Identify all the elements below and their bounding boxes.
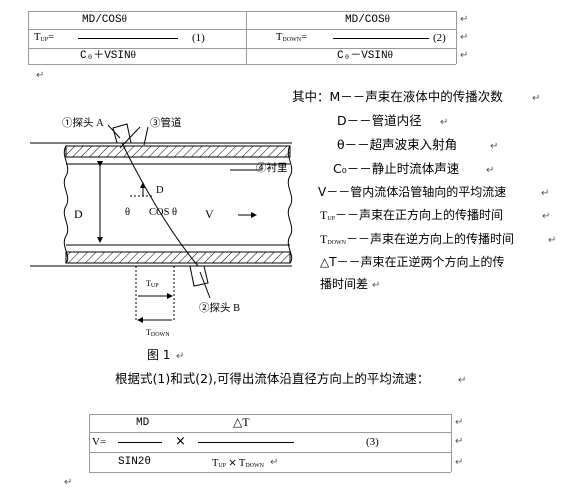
probe-a-body <box>112 123 132 144</box>
theta-label: θ <box>125 207 131 218</box>
return-mark: ↵ <box>455 417 464 428</box>
eq3-den-right: TUP×TDOWN <box>212 457 264 469</box>
return-mark: ↵ <box>372 280 381 291</box>
body-paragraph: 根据式(1)和式(2),可得出流体沿直径方向上的平均流速： <box>115 371 430 386</box>
return-mark: ↵ <box>455 436 464 447</box>
eq1-fraction-bar <box>78 38 178 39</box>
legend-intro: 其中：M－－声束在液体中的传播次数 <box>292 89 503 104</box>
eq3-lhs: V= <box>92 436 107 448</box>
eq1-lhs: TUP= <box>34 32 55 43</box>
t-down-label: TDOWN <box>146 328 170 339</box>
eq3-times: × <box>175 434 186 449</box>
return-mark: ↵ <box>458 375 467 386</box>
return-mark: ↵ <box>460 50 469 61</box>
legend-item-d: D－－管道内径 <box>337 113 422 128</box>
eq3-num-left: MD <box>136 417 150 429</box>
diameter-label: D <box>74 207 83 221</box>
eq3-fraction-bar-left <box>118 442 162 443</box>
legend-item-tdown: TDOWN－－声束在逆方向上的传播时间 <box>320 232 515 246</box>
return-mark: ↵ <box>541 188 550 199</box>
small-d-label: D <box>156 185 164 196</box>
return-mark: ↵ <box>542 211 551 222</box>
eq2-fraction-bar <box>333 38 429 39</box>
pipe-leader <box>143 126 149 146</box>
break-right <box>287 145 293 264</box>
legend-item-delta-t-wrap: 播时间差 <box>320 277 369 291</box>
eq2-numerator: MD/COSθ <box>345 13 390 26</box>
legend-item-c0: C₀－－静止时流体声速 <box>333 161 460 176</box>
sound-path <box>121 142 199 267</box>
return-mark: ↵ <box>270 457 279 468</box>
legend-item-delta-t: △T－－声束在正逆两个方向上的传 <box>320 255 505 269</box>
eq2-lhs: TDOWN= <box>276 32 308 43</box>
probe-b-body <box>189 265 209 287</box>
t-up-label: TUP <box>146 279 159 290</box>
probe-a-label: ①探头 A <box>62 118 104 129</box>
break-left <box>63 145 69 264</box>
eq1-number: (1) <box>192 32 205 44</box>
figure-caption: 图 1 <box>147 348 171 362</box>
return-mark: ↵ <box>548 235 557 246</box>
return-mark: ↵ <box>532 93 541 104</box>
eq2-number: (2) <box>433 32 446 44</box>
pipe-wall-top <box>65 145 291 158</box>
return-mark: ↵ <box>176 351 185 362</box>
pipe-wall-bottom <box>65 251 291 264</box>
eq2-denominator: C₀－VSINθ <box>337 49 393 62</box>
return-mark: ↵ <box>486 165 495 176</box>
return-mark: ↵ <box>440 117 449 128</box>
probe-b-label: ②探头 B <box>199 303 241 314</box>
pipe-label: ③管道 <box>150 118 182 129</box>
return-mark: ↵ <box>460 32 469 43</box>
probe-a-leader <box>107 124 121 139</box>
eq1-denominator: C₀＋VSINθ <box>80 49 136 62</box>
return-mark: ↵ <box>490 141 499 152</box>
eq3-fraction-bar-right <box>198 442 294 443</box>
return-mark: ↵ <box>36 70 45 81</box>
eq3-number: (3) <box>366 436 379 448</box>
probe-b-leader <box>199 271 211 299</box>
eq3-den-left: SIN2θ <box>118 456 152 468</box>
velocity-label: V <box>205 207 214 221</box>
return-mark: ↵ <box>64 477 73 488</box>
probe-a-line <box>119 126 141 149</box>
return-mark: ↵ <box>460 14 469 25</box>
legend-item-v: V－－管内流体沿管轴向的平均流速 <box>318 185 507 199</box>
eq3-num-right: △T <box>233 415 250 429</box>
lining-label: ④衬里 <box>256 163 288 174</box>
legend-item-theta: θ－－超声波束入射角 <box>337 137 458 152</box>
legend-item-tup: TUP－－声束在正方向上的传播时间 <box>320 208 504 222</box>
return-mark: ↵ <box>455 457 464 468</box>
cos-theta-label: COS θ <box>149 207 178 218</box>
eq1-numerator: MD/COSθ <box>82 13 127 26</box>
